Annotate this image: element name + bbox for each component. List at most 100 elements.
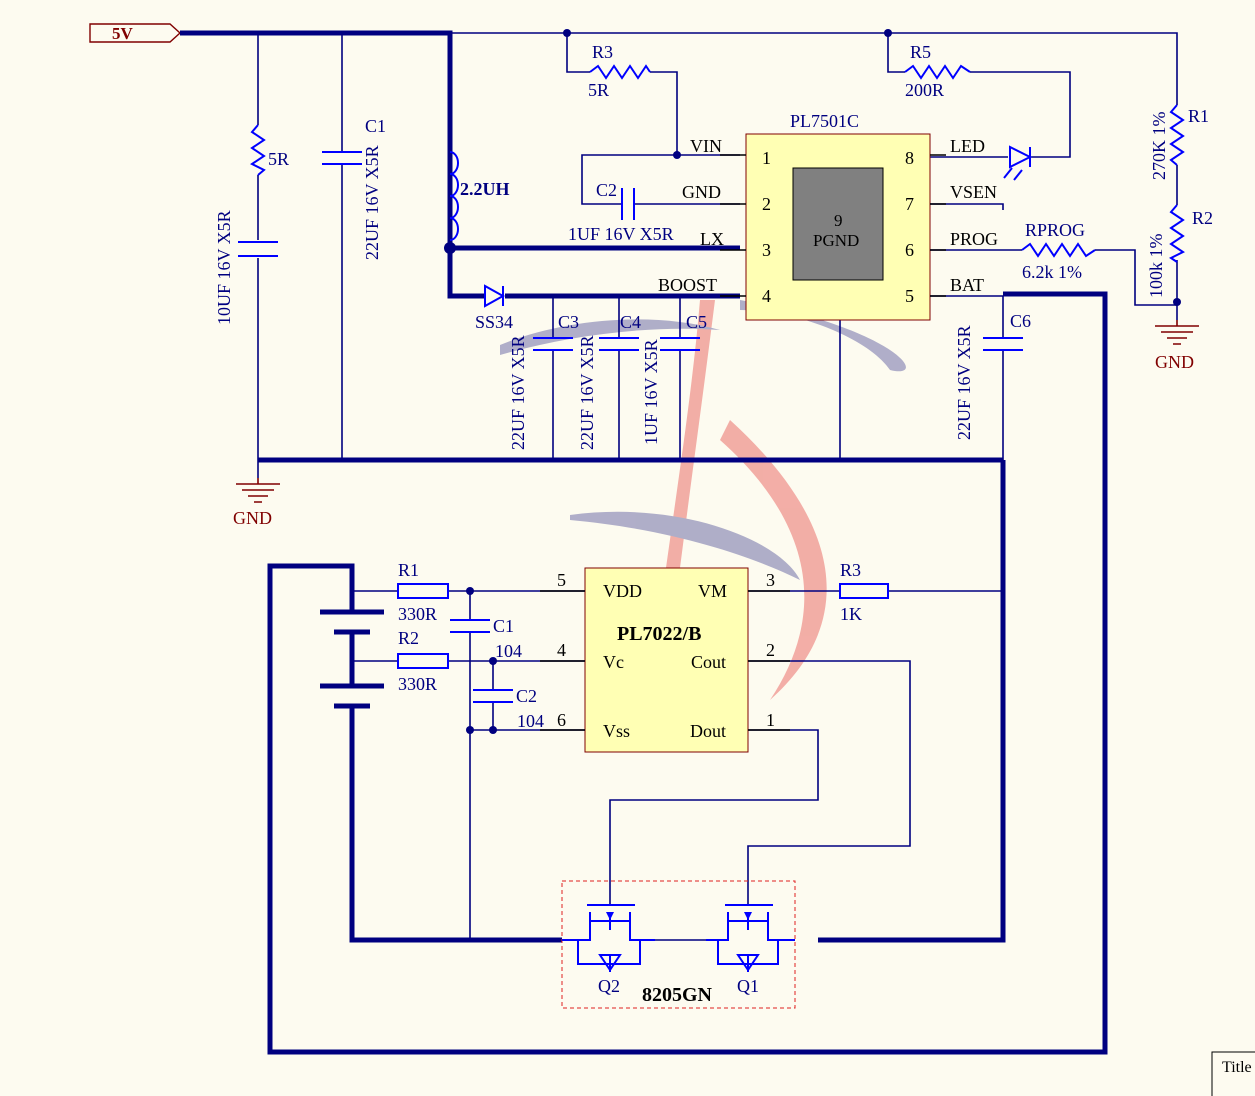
svg-text:VSEN: VSEN (950, 182, 997, 202)
svg-text:R5: R5 (910, 42, 931, 62)
svg-text:LX: LX (700, 229, 724, 249)
resistor-rprog[interactable]: RPROG 6.2k 1% (1021, 220, 1096, 282)
resistor-5r-left[interactable]: 5R (250, 124, 289, 176)
svg-text:Dout: Dout (690, 721, 726, 741)
mosfet-q2[interactable]: Q2 (562, 904, 655, 996)
svg-text:3: 3 (762, 240, 771, 260)
resistor-r2-divider[interactable]: R2 100k 1% (1146, 204, 1213, 299)
resistor-r3-bottom[interactable]: R3 1K (839, 560, 889, 624)
svg-text:22UF 16V X5R: 22UF 16V X5R (577, 335, 597, 450)
capacitor-c4[interactable]: C4 22UF 16V X5R (577, 312, 641, 450)
resistor-r3-top[interactable]: R3 5R (588, 42, 651, 100)
svg-text:330R: 330R (398, 674, 437, 694)
ground-symbol-left: GND (233, 478, 280, 528)
svg-text:Q1: Q1 (737, 976, 759, 996)
capacitor-c1-top[interactable]: C1 22UF 16V X5R (322, 116, 386, 260)
bottom-wiring (320, 590, 1003, 943)
diode-ss34[interactable]: SS34 (475, 284, 513, 332)
svg-text:Title: Title (1222, 1059, 1252, 1076)
ground-symbol-right: GND (1155, 320, 1199, 372)
svg-text:1UF 16V X5R: 1UF 16V X5R (641, 339, 661, 445)
svg-text:BAT: BAT (950, 275, 984, 295)
svg-text:8205GN: 8205GN (642, 984, 713, 1006)
svg-text:Vc: Vc (603, 652, 624, 672)
svg-text:C6: C6 (1010, 311, 1031, 331)
capacitor-c5[interactable]: C5 1UF 16V X5R (641, 312, 707, 445)
u2-pins-right: VM 3 Cout 2 Dout 1 (690, 570, 775, 741)
svg-text:VDD: VDD (603, 581, 642, 601)
svg-text:22UF 16V X5R: 22UF 16V X5R (362, 145, 382, 260)
svg-text:270K 1%: 270K 1% (1149, 112, 1169, 181)
capacitor-c3[interactable]: C3 22UF 16V X5R (508, 312, 579, 450)
mosfet-8205gn[interactable]: Q2 Q1 8205GN (561, 880, 796, 1009)
svg-text:6.2k 1%: 6.2k 1% (1022, 262, 1082, 282)
svg-text:200R: 200R (905, 80, 944, 100)
svg-text:VM: VM (698, 581, 727, 601)
led-diode[interactable] (1003, 145, 1033, 181)
svg-text:PL7022/B: PL7022/B (617, 623, 701, 645)
svg-text:1: 1 (762, 148, 771, 168)
svg-text:C3: C3 (558, 312, 579, 332)
capacitor-c2-bottom[interactable]: C2 104 (473, 686, 544, 731)
svg-text:6: 6 (905, 240, 914, 260)
resistor-r2-bottom[interactable]: R2 330R (397, 628, 449, 694)
svg-text:5: 5 (557, 570, 566, 590)
capacitor-c2-top[interactable]: C2 1UF 16V X5R (568, 180, 674, 244)
svg-text:5: 5 (905, 286, 914, 306)
svg-text:Q2: Q2 (598, 976, 620, 996)
svg-text:3: 3 (766, 570, 775, 590)
svg-text:PROG: PROG (950, 229, 998, 249)
svg-text:2.2UH: 2.2UH (460, 179, 510, 199)
svg-text:104: 104 (495, 641, 522, 661)
svg-text:2: 2 (762, 194, 771, 214)
top-wiring: 5V (89, 23, 1178, 1055)
svg-text:6: 6 (557, 710, 566, 730)
svg-text:7: 7 (905, 194, 914, 214)
svg-text:100k 1%: 100k 1% (1146, 234, 1166, 299)
resistor-r1-bottom[interactable]: R1 330R (397, 560, 449, 624)
inductor-2-2uh[interactable]: 2.2UH (449, 151, 510, 241)
svg-text:R2: R2 (1192, 208, 1213, 228)
ic-pl7022b[interactable]: PL7022/B (540, 567, 790, 753)
svg-text:PGND: PGND (813, 231, 859, 250)
svg-text:RPROG: RPROG (1025, 220, 1085, 240)
svg-text:330R: 330R (398, 604, 437, 624)
capacitor-c1-bottom[interactable]: C1 104 (450, 616, 522, 661)
mosfet-q1[interactable]: Q1 (706, 904, 795, 996)
svg-text:LED: LED (950, 136, 985, 156)
svg-text:1UF 16V X5R: 1UF 16V X5R (568, 224, 674, 244)
svg-text:R1: R1 (1188, 106, 1209, 126)
svg-text:C2: C2 (596, 180, 617, 200)
ic-pl7501c[interactable]: PL7501C 9 PGND (720, 111, 946, 321)
resistor-r1-divider[interactable]: R1 270K 1% (1149, 104, 1209, 181)
resistor-r5[interactable]: R5 200R (904, 42, 971, 100)
svg-text:5R: 5R (588, 80, 609, 100)
svg-text:GND: GND (1155, 352, 1194, 372)
svg-text:5V: 5V (112, 24, 134, 43)
u1-pins-left: VIN 1 GND 2 LX 3 BOOST 4 (658, 136, 771, 306)
svg-text:4: 4 (762, 286, 771, 306)
svg-text:22UF 16V X5R: 22UF 16V X5R (954, 325, 974, 440)
u1-pins-right: LED 8 VSEN 7 PROG 6 BAT 5 (905, 136, 998, 306)
svg-text:C1: C1 (493, 616, 514, 636)
capacitor-10uf[interactable]: 10UF 16V X5R (214, 210, 278, 325)
u2-pins-left: VDD 5 Vc 4 Vss 6 (557, 570, 642, 741)
svg-text:22UF 16V X5R: 22UF 16V X5R (508, 335, 528, 450)
svg-text:PL7501C: PL7501C (790, 111, 859, 131)
svg-text:104: 104 (517, 711, 544, 731)
svg-text:R1: R1 (398, 560, 419, 580)
net-label-5v[interactable]: 5V (89, 23, 182, 43)
svg-text:C5: C5 (686, 312, 707, 332)
svg-text:R2: R2 (398, 628, 419, 648)
svg-text:C4: C4 (620, 312, 641, 332)
svg-text:VIN: VIN (690, 136, 722, 156)
svg-text:SS34: SS34 (475, 312, 513, 332)
svg-text:8: 8 (905, 148, 914, 168)
capacitor-c6[interactable]: C6 22UF 16V X5R (954, 311, 1031, 440)
svg-text:1: 1 (766, 710, 775, 730)
svg-text:C1: C1 (365, 116, 386, 136)
svg-text:5R: 5R (268, 149, 289, 169)
svg-text:1K: 1K (840, 604, 862, 624)
svg-text:4: 4 (557, 640, 566, 660)
title-block: Title (1211, 1051, 1255, 1096)
